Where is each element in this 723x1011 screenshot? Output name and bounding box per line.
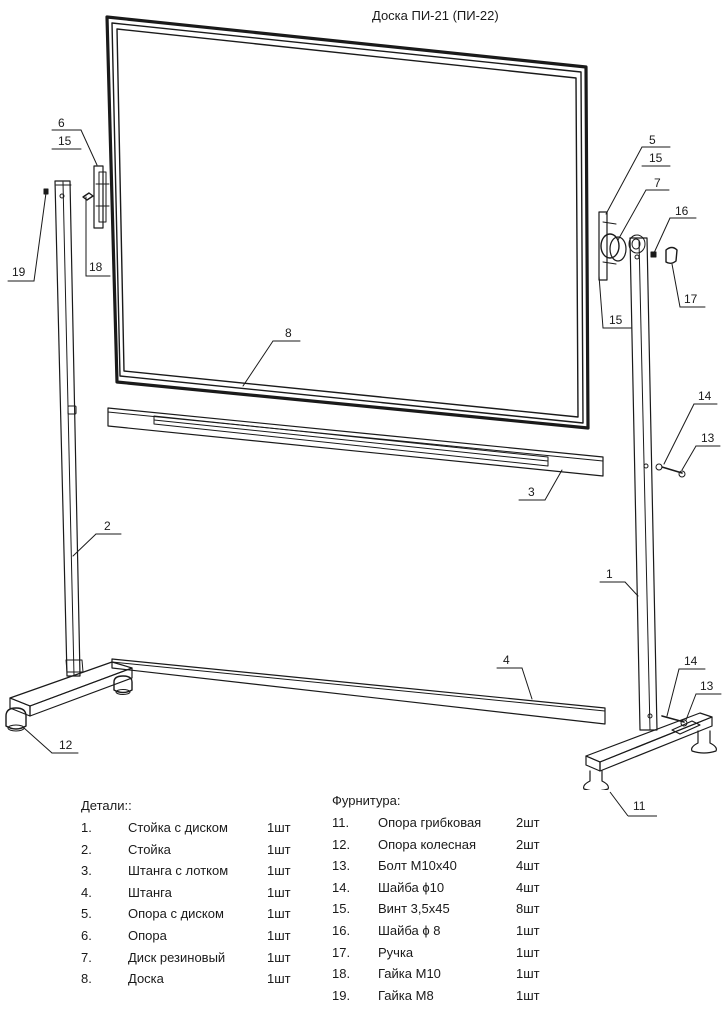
callout-13-lower: 13	[700, 679, 714, 693]
callout-18: 18	[89, 260, 103, 274]
callout-15-left: 15	[58, 134, 72, 148]
callout-2: 2	[104, 519, 111, 533]
callout-7: 7	[654, 176, 661, 190]
callout-3: 3	[528, 485, 535, 499]
details-header: Детали::	[81, 798, 132, 813]
callout-13-upper: 13	[701, 431, 715, 445]
callout-15-right-bottom: 15	[609, 313, 623, 327]
long-bar	[111, 658, 606, 725]
right-post	[628, 234, 658, 731]
callout-labels: 6 15 18 19 5 15 7 16 17 15 8 3 2 1 4 14 …	[12, 116, 715, 752]
whiteboard-assembly-drawing: 6 15 18 19 5 15 7 16 17 15 8 3 2 1 4 14 …	[5, 15, 722, 790]
callout-1: 1	[606, 567, 613, 581]
callout-14-lower: 14	[684, 654, 698, 668]
right-hardware	[598, 211, 688, 727]
callout-4: 4	[503, 653, 510, 667]
fittings-header: Фурнитура:	[332, 793, 401, 808]
callout-19: 19	[12, 265, 26, 279]
callout-14-upper: 14	[698, 389, 712, 403]
whiteboard-board	[105, 15, 590, 430]
callout-5: 5	[649, 133, 656, 147]
leader-line-11	[609, 791, 657, 817]
callout-11: 11	[633, 799, 646, 813]
callout-16: 16	[675, 204, 689, 218]
callout-8: 8	[285, 326, 292, 340]
callout-17: 17	[684, 292, 698, 306]
right-base-foot	[583, 712, 717, 790]
diagram-title: Доска ПИ-21 (ПИ-22)	[372, 8, 499, 23]
tray-bar	[107, 407, 604, 477]
callout-6: 6	[58, 116, 65, 130]
left-post	[54, 180, 84, 677]
callout-15-right-top: 15	[649, 151, 663, 165]
callout-12: 12	[59, 738, 73, 752]
left-hardware	[43, 165, 110, 229]
leader-lines	[7, 129, 722, 790]
